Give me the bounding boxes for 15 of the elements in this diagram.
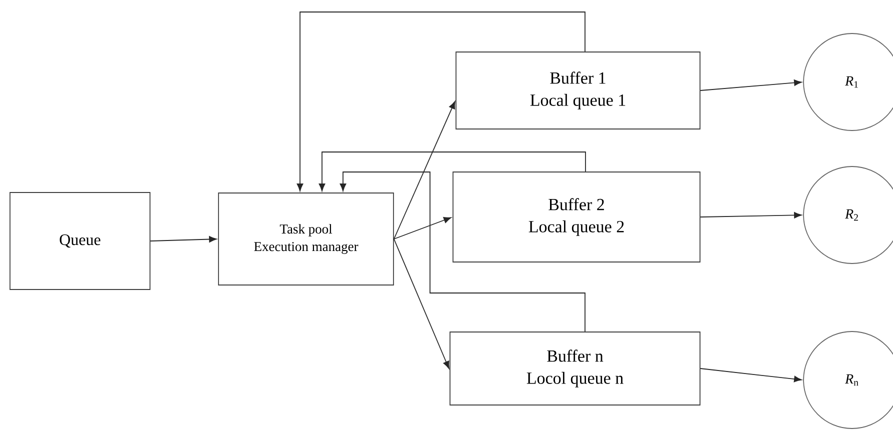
process-box: Buffer 1 Local queue 1 bbox=[456, 52, 700, 130]
arrow bbox=[318, 152, 586, 192]
arrow bbox=[700, 80, 802, 91]
arrow bbox=[150, 236, 217, 242]
arrow bbox=[700, 368, 802, 382]
arrow bbox=[296, 12, 586, 192]
arrow bbox=[340, 172, 586, 332]
process-box: Buffer n Locol queue n bbox=[450, 332, 700, 406]
arrow bbox=[394, 238, 450, 369]
process-box: Task pool Execution manager bbox=[218, 192, 394, 286]
process-box: Queue bbox=[10, 192, 150, 290]
arrow bbox=[700, 212, 802, 218]
process-box: Buffer 2 Local queue 2 bbox=[452, 172, 700, 262]
arrow bbox=[394, 217, 452, 240]
arrow bbox=[394, 101, 456, 240]
